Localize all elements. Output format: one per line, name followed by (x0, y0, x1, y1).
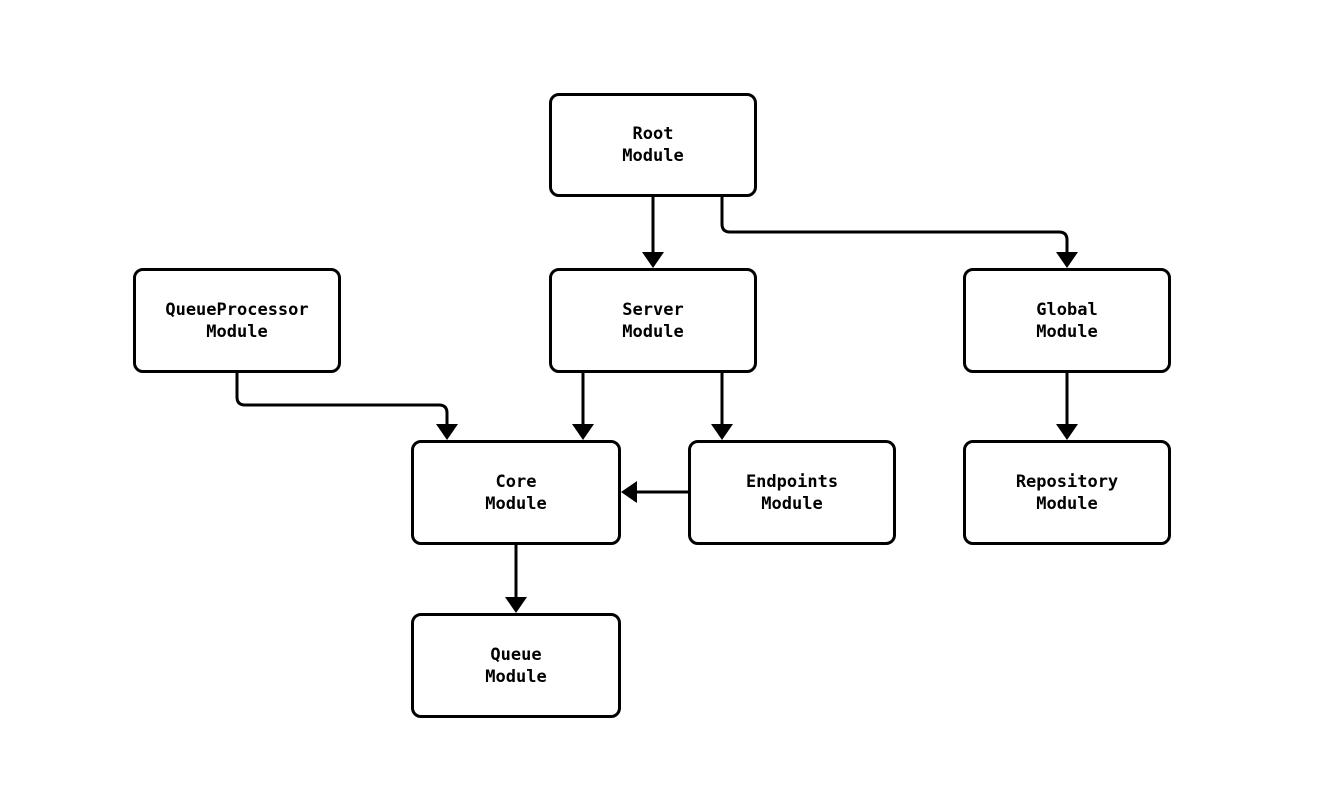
node-core-module: Core Module (411, 440, 621, 545)
node-global-module: Global Module (963, 268, 1171, 373)
edge-server-core (572, 373, 594, 440)
node-queueprocessor-module: QueueProcessor Module (133, 268, 341, 373)
edge-root-global (720, 197, 1078, 268)
edge-queueprocessor-core (235, 373, 458, 440)
edge-server-endpoints (711, 373, 733, 440)
node-root-module: Root Module (549, 93, 757, 197)
node-endpoints-module: Endpoints Module (688, 440, 896, 545)
edge-global-repository (1056, 373, 1078, 440)
node-repository-module: Repository Module (963, 440, 1171, 545)
edge-endpoints-core (621, 481, 688, 503)
edge-root-server (642, 197, 664, 268)
node-server-module: Server Module (549, 268, 757, 373)
edge-core-queue (505, 545, 527, 613)
node-queue-module: Queue Module (411, 613, 621, 718)
